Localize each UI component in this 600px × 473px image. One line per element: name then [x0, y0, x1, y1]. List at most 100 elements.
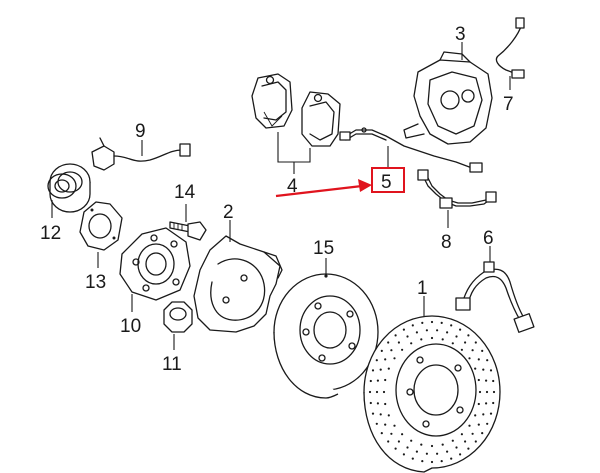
- callout-14: 14: [174, 182, 196, 203]
- drill-hole: [474, 414, 477, 417]
- drill-hole: [485, 390, 489, 394]
- callout-8: 8: [441, 232, 452, 253]
- drill-hole: [379, 368, 382, 371]
- drill-hole: [406, 446, 409, 449]
- drill-hole: [394, 447, 397, 450]
- callout-12: 12: [40, 223, 61, 244]
- drill-hole: [471, 432, 474, 435]
- pad-wear-sensor: [339, 127, 483, 173]
- callout-5: 5: [381, 172, 392, 193]
- drill-hole: [486, 359, 489, 362]
- drill-hole: [430, 336, 434, 340]
- drill-hole: [477, 358, 480, 361]
- highlight-marker: [275, 167, 405, 198]
- drill-hole: [477, 402, 480, 406]
- drill-hole: [411, 457, 414, 460]
- drill-hole: [420, 338, 423, 341]
- drill-hole: [467, 334, 470, 337]
- drill-hole: [384, 423, 387, 426]
- drill-hole: [402, 453, 405, 456]
- drill-hole: [390, 432, 393, 435]
- drill-hole: [380, 432, 383, 435]
- brake-hose: [455, 261, 535, 333]
- drill-hole: [464, 440, 467, 443]
- drill-hole: [451, 342, 454, 345]
- drill-hole: [393, 357, 396, 360]
- drill-hole: [402, 328, 405, 331]
- callout-10: 10: [120, 316, 141, 337]
- drill-hole: [441, 443, 444, 446]
- drill-hole: [440, 460, 443, 463]
- drill-hole: [492, 401, 495, 405]
- drill-hole: [486, 422, 489, 425]
- drill-hole: [397, 440, 400, 443]
- drill-hole: [415, 331, 418, 334]
- splash-shield: [193, 235, 283, 333]
- drill-hole: [436, 452, 439, 455]
- callout-1: 1: [417, 278, 428, 299]
- drill-hole: [460, 433, 463, 436]
- drill-hole: [368, 390, 372, 394]
- callout-15: 15: [313, 238, 334, 259]
- abs-sensor: [91, 137, 191, 171]
- callout-13: 13: [85, 272, 106, 293]
- drill-hole: [474, 341, 477, 344]
- drill-hole: [382, 390, 386, 394]
- drill-hole: [471, 349, 474, 352]
- drill-hole: [468, 357, 471, 360]
- drill-hole: [384, 358, 387, 361]
- drill-hole: [492, 379, 495, 383]
- drill-hole: [489, 369, 493, 372]
- drill-hole: [401, 433, 404, 436]
- highlight-arrow: [275, 184, 363, 198]
- drill-hole: [411, 324, 414, 327]
- callout-4: 4: [287, 176, 298, 197]
- drill-hole: [489, 412, 493, 415]
- drill-hole: [441, 338, 444, 341]
- drill-hole: [478, 390, 482, 394]
- brake-line: [417, 169, 497, 209]
- drill-hole: [436, 329, 439, 332]
- callout-2: 2: [223, 202, 234, 223]
- drill-hole: [481, 432, 484, 435]
- drill-hole: [430, 460, 434, 464]
- drill-hole: [455, 335, 458, 338]
- wheel-hub: [119, 227, 191, 301]
- drill-hole: [485, 402, 488, 405]
- callout-11: 11: [162, 354, 182, 375]
- drill-hole: [376, 379, 379, 382]
- callout-9: 9: [135, 121, 146, 142]
- drill-hole: [387, 440, 390, 443]
- hub-nut: [163, 301, 193, 333]
- brake-rotor: [273, 273, 379, 399]
- drill-hole: [380, 349, 383, 352]
- drill-hole: [481, 349, 484, 352]
- drill-hole: [450, 457, 453, 460]
- drill-hole: [467, 447, 470, 450]
- highlight-box: [371, 167, 405, 193]
- drill-hole: [430, 444, 434, 448]
- drill-hole: [421, 321, 424, 324]
- brake-pads: [251, 73, 341, 147]
- drill-hole: [410, 439, 413, 442]
- drill-hole: [464, 341, 467, 344]
- drill-hole: [482, 413, 485, 416]
- drill-hole: [384, 402, 387, 406]
- drill-hole: [375, 359, 378, 362]
- drill-hole: [485, 379, 488, 382]
- drill-hole: [390, 349, 393, 352]
- rotor-drill-holes: [368, 320, 496, 464]
- drill-hole: [468, 424, 471, 427]
- wheel-stud: [169, 221, 207, 241]
- brake-caliper: [403, 51, 493, 145]
- callout-7: 7: [503, 94, 514, 115]
- drill-hole: [393, 424, 396, 427]
- drill-hole: [477, 423, 480, 426]
- drill-hole: [430, 320, 434, 324]
- drill-hole: [375, 390, 379, 394]
- drill-hole: [446, 331, 449, 334]
- drill-hole: [379, 413, 382, 416]
- drill-hole: [384, 378, 387, 382]
- drill-hole: [482, 368, 485, 371]
